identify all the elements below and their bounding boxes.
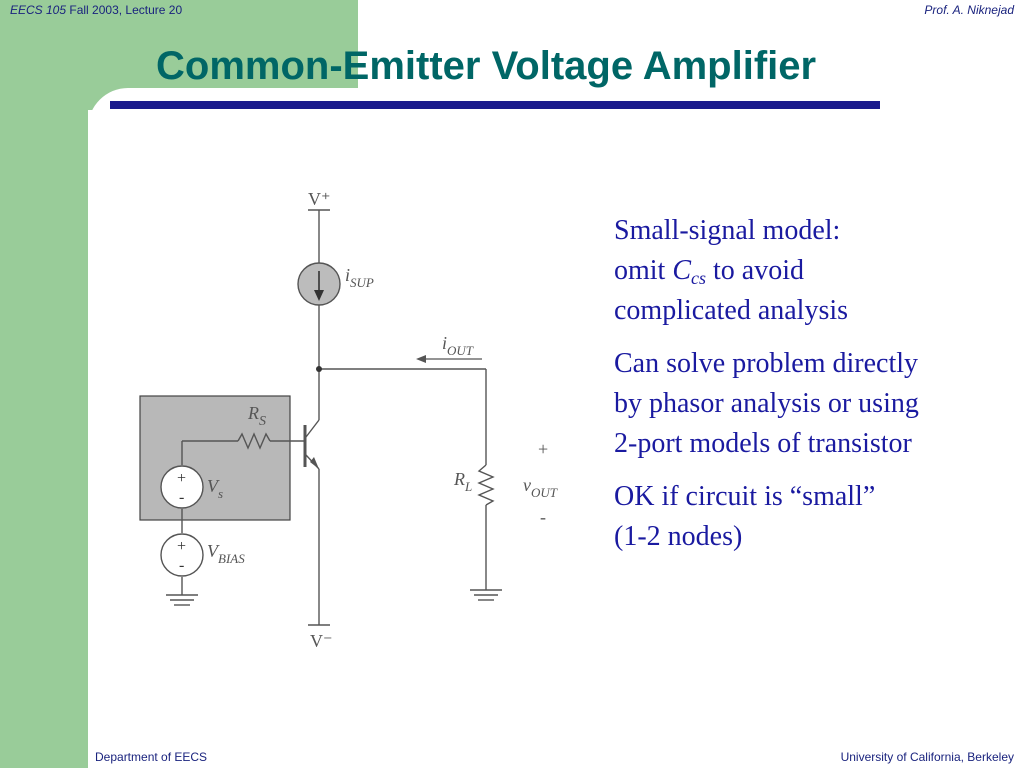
paragraph-small-signal: Small-signal model: omit Ccs to avoid co…: [614, 215, 849, 326]
header-author: Prof. A. Niknejad: [924, 3, 1014, 17]
rs-resistor: [237, 432, 271, 450]
course-term: Fall 2003, Lecture 20: [69, 3, 183, 17]
circuit-diagram: V⁺ V⁻ iSUP iOUT RS RL Vs VBIAS vOUT + - …: [139, 189, 558, 651]
vout-minus-sign: -: [540, 507, 546, 527]
slide-body-text: Small-signal model: omit Ccs to avoid co…: [614, 211, 919, 570]
circuit-node: [316, 366, 322, 372]
rs-label: RS: [247, 403, 266, 429]
paragraph-phasor: Can solve problem directly by phasor ana…: [614, 348, 919, 459]
vbias-minus: -: [179, 557, 184, 574]
course-code: EECS 105: [10, 3, 67, 17]
footer-department: Department of EECS: [95, 750, 208, 764]
vbias-source: [160, 533, 204, 577]
iout-arrow: [416, 355, 426, 363]
header-course-info: EECS 105 Fall 2003, Lecture 20: [10, 3, 182, 17]
vplus-label: V⁺: [308, 189, 331, 209]
iout-label: iOUT: [442, 333, 474, 358]
isup-label: iSUP: [345, 265, 374, 290]
rl-label: RL: [453, 469, 472, 494]
footer-university: University of California, Berkeley: [840, 750, 1014, 764]
ccs-symbol: Ccs: [672, 255, 707, 288]
left-green-band: [0, 0, 88, 768]
vs-source: [160, 465, 204, 509]
title-underline: [110, 101, 880, 109]
vs-plus: +: [177, 470, 186, 487]
rl-resistor: [477, 464, 495, 506]
small-signal-source-box: [139, 395, 291, 521]
vminus-label: V⁻: [310, 631, 333, 651]
emitter-arrow: [310, 457, 319, 469]
vs-label: Vs: [207, 476, 223, 501]
vout-label: vOUT: [523, 475, 558, 500]
slide-title: Common-Emitter Voltage Amplifier: [156, 44, 817, 88]
vbias-label: VBIAS: [207, 541, 245, 566]
vbias-plus: +: [177, 538, 186, 555]
paragraph-small-circuit: OK if circuit is “small” (1-2 nodes): [614, 481, 876, 552]
vout-plus-sign: +: [538, 439, 548, 459]
vs-minus: -: [179, 489, 184, 506]
